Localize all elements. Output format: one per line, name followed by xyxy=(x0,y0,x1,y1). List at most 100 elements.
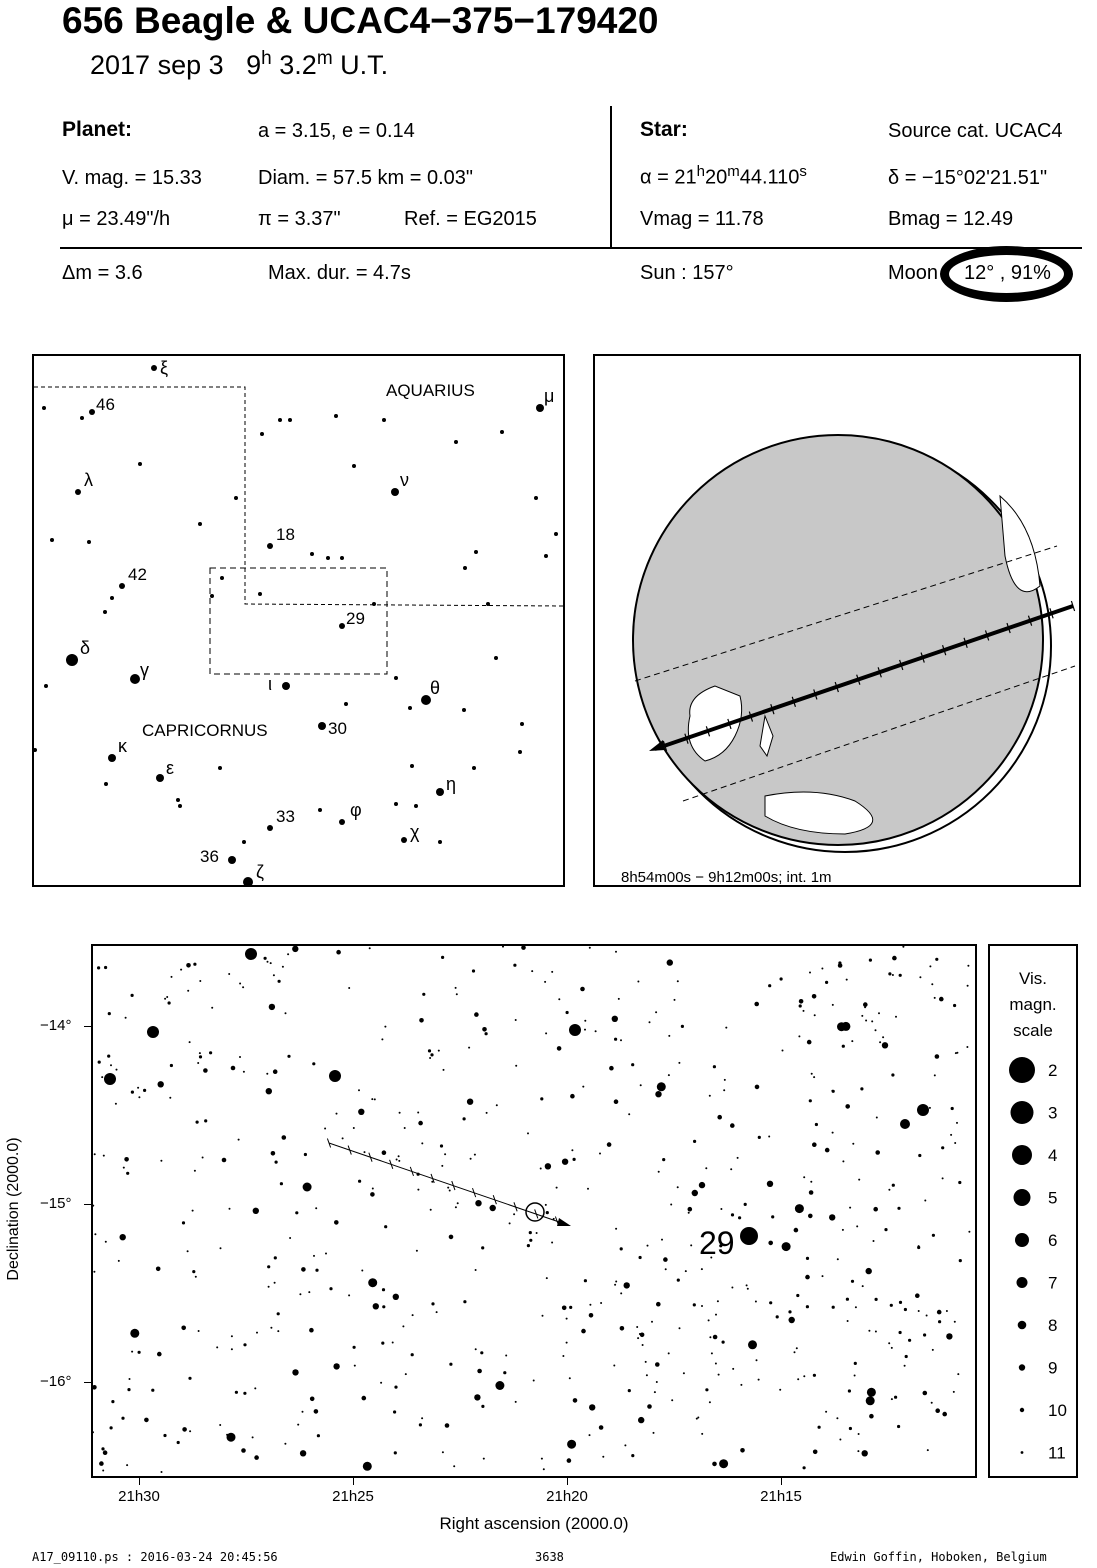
field-star xyxy=(746,1287,749,1290)
field-star xyxy=(698,1181,706,1189)
field-star xyxy=(613,1099,619,1104)
field-star xyxy=(334,1220,339,1225)
new-zealand-landmass xyxy=(759,714,774,758)
field-star xyxy=(163,1433,167,1438)
field-star xyxy=(875,1116,878,1119)
field-star xyxy=(352,1345,356,1349)
field-star xyxy=(950,1106,954,1111)
constellation-boundary xyxy=(34,386,564,607)
field-star xyxy=(474,1012,479,1017)
field-star xyxy=(313,1254,315,1257)
field-star xyxy=(651,1320,653,1323)
field-star xyxy=(668,1034,671,1037)
field-star xyxy=(186,963,191,968)
field-star xyxy=(292,945,299,953)
table-divider xyxy=(610,106,612,248)
cmap-star xyxy=(288,418,292,422)
field-star xyxy=(861,1285,864,1288)
field-star xyxy=(528,1231,532,1235)
field-star xyxy=(845,978,848,981)
field-star xyxy=(935,957,939,961)
field-star xyxy=(199,980,202,982)
cmap-star xyxy=(310,552,314,556)
field-star xyxy=(544,1203,547,1206)
field-star xyxy=(358,1089,360,1092)
field-star xyxy=(863,1002,868,1007)
event-date: 2017 sep 3 xyxy=(90,50,224,80)
field-star xyxy=(466,1098,474,1105)
field-star xyxy=(731,1286,734,1289)
field-star xyxy=(645,1374,648,1377)
footer-author: Edwin Goffin, Hoboken, Belgium xyxy=(830,1550,1047,1564)
field-star xyxy=(812,1449,818,1455)
field-star xyxy=(581,1328,586,1334)
field-star xyxy=(542,1468,545,1471)
scale-dot-label: 3 xyxy=(1048,1104,1057,1123)
field-star xyxy=(117,1259,120,1262)
globe-time-tick xyxy=(770,703,775,715)
field-star xyxy=(216,1346,219,1349)
field-star xyxy=(289,1237,292,1239)
scale-dot xyxy=(1017,1320,1027,1330)
field-star xyxy=(252,1207,259,1214)
field-star xyxy=(94,1233,97,1236)
cmap-star-label: κ xyxy=(118,736,128,756)
field-star xyxy=(908,1338,912,1342)
cmap-star-label: θ xyxy=(430,678,440,698)
field-star xyxy=(849,1206,852,1209)
field-star xyxy=(854,1306,857,1309)
field-star xyxy=(555,1186,558,1189)
field-star xyxy=(922,1390,928,1396)
field-star xyxy=(181,1325,186,1331)
field-star xyxy=(335,1112,338,1115)
field-star xyxy=(92,1204,95,1207)
field-star xyxy=(837,1022,846,1032)
field-star xyxy=(297,1423,300,1426)
field-star xyxy=(463,1300,467,1304)
field-star xyxy=(254,1387,257,1390)
field-star xyxy=(966,1046,969,1048)
field-star xyxy=(676,980,679,983)
cmap-star-label: δ xyxy=(80,638,90,658)
globe-time-tick xyxy=(727,718,732,730)
field-star xyxy=(92,1431,94,1434)
field-star xyxy=(336,949,341,955)
field-star xyxy=(811,994,817,999)
field-star xyxy=(393,1451,397,1455)
cmap-star xyxy=(414,804,418,808)
field-star xyxy=(709,1336,712,1339)
field-star xyxy=(167,1001,171,1005)
cmap-star xyxy=(408,706,412,710)
scale-dot-label: 10 xyxy=(1048,1401,1067,1420)
hour-unit: h xyxy=(261,48,272,69)
globe-time-tick xyxy=(705,726,711,737)
field-star xyxy=(931,1348,934,1351)
field-star xyxy=(266,1072,269,1075)
path-time-ticks xyxy=(326,1138,560,1226)
cmap-star xyxy=(267,543,273,549)
field-star xyxy=(384,1225,388,1229)
cmap-star xyxy=(410,764,414,768)
field-star xyxy=(930,1401,933,1404)
field-star xyxy=(122,1166,125,1169)
field-star xyxy=(671,1399,674,1402)
field-star xyxy=(372,1303,379,1310)
path-time-tick xyxy=(389,1159,394,1169)
field-star xyxy=(798,1004,802,1008)
path-time-tick xyxy=(472,1187,477,1198)
shadow-centerline xyxy=(654,604,1074,751)
field-star xyxy=(898,1330,902,1335)
scale-dot xyxy=(1020,1451,1024,1454)
field-star xyxy=(814,1122,819,1127)
field-star xyxy=(846,1320,849,1322)
field-star xyxy=(551,1241,554,1244)
event-datetime: 2017 sep 3 9h 3.2m U.T. xyxy=(90,48,388,81)
field-star xyxy=(287,953,290,956)
cmap-star xyxy=(340,556,344,560)
field-star xyxy=(417,1111,420,1114)
field-star xyxy=(754,1084,760,1090)
field-star xyxy=(181,1221,186,1225)
field-star xyxy=(448,1189,451,1192)
field-star xyxy=(469,1157,472,1160)
